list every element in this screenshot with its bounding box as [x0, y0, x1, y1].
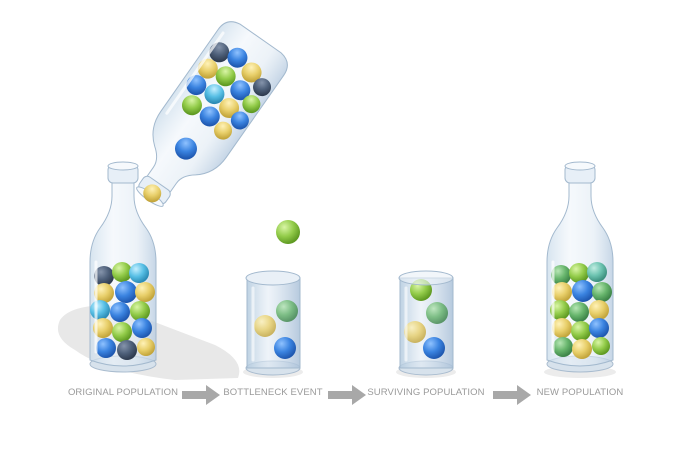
cup-rim	[245, 270, 301, 286]
ball	[227, 47, 248, 68]
ball	[132, 318, 152, 338]
ball	[204, 84, 225, 105]
ball	[572, 339, 592, 359]
ball	[404, 321, 426, 343]
ball	[214, 121, 233, 140]
stage-label-original: ORIGINAL POPULATION	[67, 387, 179, 398]
ball	[143, 184, 162, 203]
ball	[181, 95, 202, 116]
ball	[592, 282, 612, 302]
new-balls	[550, 262, 612, 359]
ball	[94, 283, 114, 303]
pouring-bottle	[136, 21, 288, 207]
ball	[276, 300, 298, 322]
ball	[572, 280, 594, 302]
ball	[253, 78, 272, 97]
original-balls	[90, 262, 155, 360]
ball	[241, 62, 262, 83]
ball	[93, 318, 113, 338]
ball	[553, 337, 573, 357]
ball	[110, 302, 130, 322]
bottle-mouth	[564, 161, 596, 171]
ball	[112, 322, 132, 342]
surviving-cup	[398, 270, 454, 376]
ball	[117, 340, 137, 360]
stage-label-surviving: SURVIVING POPULATION	[367, 387, 485, 398]
cup-rim	[398, 270, 454, 286]
ball	[589, 300, 609, 320]
ball	[550, 300, 570, 320]
original-bottle	[89, 161, 157, 373]
falling-ball	[276, 220, 300, 244]
ball	[592, 337, 610, 355]
ball	[135, 282, 155, 302]
bottle-mouth	[107, 161, 139, 171]
ball	[274, 337, 296, 359]
pouring-balls	[174, 42, 272, 160]
right-arrow-icon	[182, 385, 220, 405]
bottleneck-cup	[245, 270, 301, 376]
ball	[199, 106, 220, 127]
ball	[115, 281, 137, 303]
ball	[569, 302, 589, 322]
ball	[571, 321, 591, 341]
stage-label-bottleneck: BOTTLENECK EVENT	[223, 387, 323, 398]
ball	[90, 300, 110, 320]
ball	[552, 282, 572, 302]
ball	[215, 66, 236, 87]
ball	[242, 95, 261, 114]
ball	[230, 111, 249, 130]
ball	[587, 262, 607, 282]
stage-label-new: NEW POPULATION	[536, 387, 624, 398]
ball	[589, 318, 609, 338]
ball	[130, 301, 150, 321]
ball	[137, 338, 155, 356]
ball	[426, 302, 448, 324]
new-bottle	[546, 161, 614, 373]
right-arrow-icon	[328, 385, 366, 405]
ball	[552, 318, 572, 338]
ball	[129, 263, 149, 283]
ball	[94, 266, 114, 286]
ball	[174, 137, 197, 160]
ball	[96, 338, 116, 358]
right-arrow-icon	[493, 385, 531, 405]
ball	[230, 80, 251, 101]
bottle-highlight	[165, 31, 225, 115]
ball	[219, 98, 240, 119]
ball	[112, 262, 132, 282]
ball	[569, 263, 589, 283]
ball	[551, 265, 571, 285]
ball	[423, 337, 445, 359]
ball	[254, 315, 276, 337]
